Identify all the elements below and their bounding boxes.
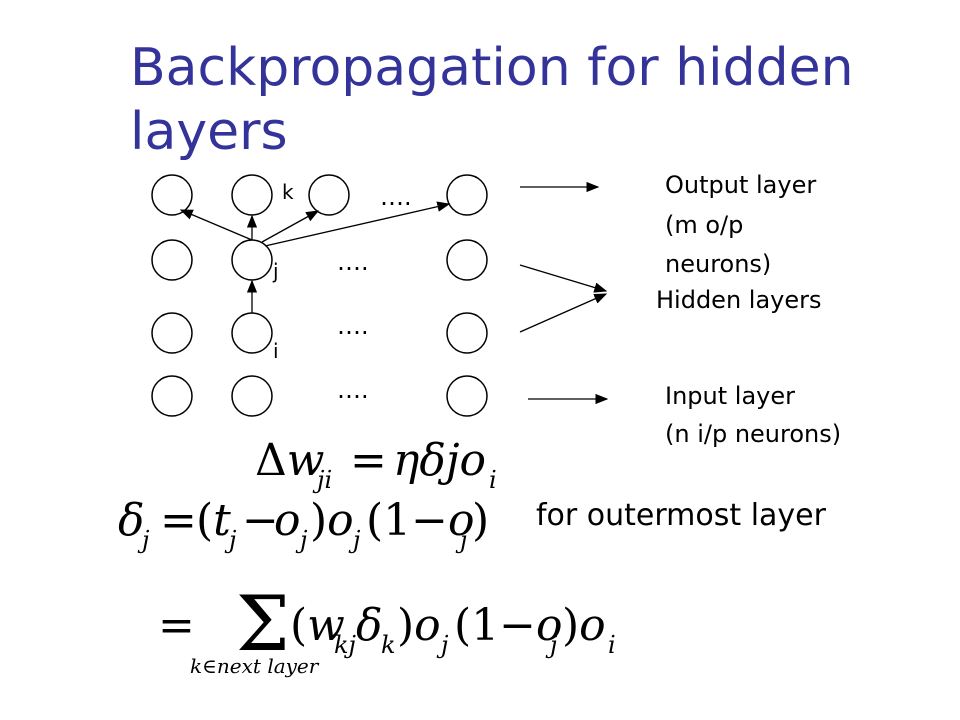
svg-text:ji: ji [312,466,332,494]
svg-text:o: o [274,495,301,546]
arrow-j-to-output-m [264,201,451,247]
svg-text:(1−o: (1−o [454,600,563,651]
neuron [446,239,488,281]
output-layer-line-3: neurons) [665,250,771,278]
arrow-hidden-lower [519,293,608,333]
neuron [446,312,488,354]
neuron [308,174,350,216]
label-k: k [282,180,294,204]
svg-text:kj: kj [334,631,357,659]
label-j: j [272,259,279,283]
ellipsis-row-3: …. [337,312,369,340]
ellipsis-row-1: …. [380,183,412,211]
svg-text:δ: δ [118,495,145,546]
svg-text:ηδjo: ηδjo [393,435,486,486]
svg-text:)o: )o [562,600,606,651]
arrow-j-to-output-1 [179,209,253,241]
caption-outermost-layer: for outermost layer [536,498,826,533]
sum-subscript: k∈next layer [190,654,320,678]
arrow-j-to-output-3 [261,210,320,243]
output-layer-line-2: (m o/p [665,211,743,239]
ellipsis-row-2: …. [337,248,369,276]
svg-text:i: i [608,631,616,659]
arrow-hidden-upper [519,264,608,293]
svg-text:(t: (t [196,495,231,546]
hidden-layers-label: Hidden layers [656,286,822,314]
neuron [231,174,273,216]
svg-text:): ) [472,495,489,546]
neuron [231,375,273,417]
svg-text:−: − [242,495,279,546]
svg-text:=: = [160,495,197,546]
neuron [151,375,193,417]
neuron [151,239,193,281]
neuron [151,312,193,354]
input-layer-line-2: (n i/p neurons) [665,420,841,448]
svg-text:)o: )o [310,495,354,546]
input-layer-line-1: Input layer [665,382,795,410]
svg-text:k: k [381,631,396,659]
label-i: i [273,339,279,363]
svg-text:(w: (w [290,600,345,651]
neuron-grid [151,174,488,417]
ellipsis-row-4: …. [337,376,369,404]
neuron [151,174,193,216]
svg-text:Δw: Δw [255,435,324,486]
neuron-i [231,312,273,354]
neuron [446,174,488,216]
equation-weight-update: Δw ji = ηδjo i [255,435,497,494]
connections [179,201,451,313]
svg-text:δ: δ [356,600,383,651]
slide-title: Backpropagation for hidden layers [130,38,854,162]
svg-text:(1−o: (1−o [366,495,475,546]
equation-delta-outer: δ j = (t j − o j )o j (1−o j ) [118,495,489,554]
layer-arrows [519,181,609,405]
equation-delta-hidden: = Σ k∈next layer (w kj δ k )o j (1−o j )… [158,579,616,678]
svg-text:)o: )o [397,600,441,651]
summation-symbol: Σ [236,579,290,668]
output-layer-line-1: Output layer [665,171,816,199]
svg-text:i: i [489,466,497,494]
svg-text:=: = [350,435,387,486]
svg-text:=: = [158,600,195,651]
neuron [446,375,488,417]
